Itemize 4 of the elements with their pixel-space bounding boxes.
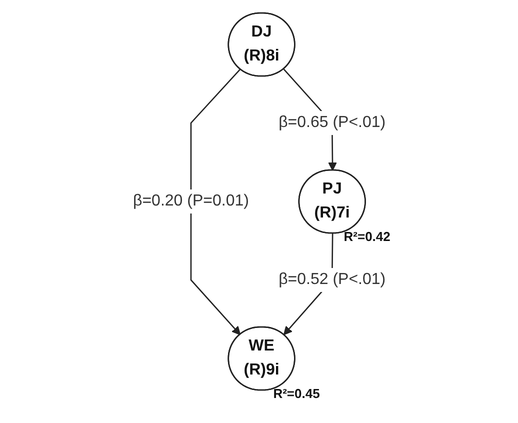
arrow xyxy=(190,68,240,336)
edge-label: β=0.20 (P=0.01) xyxy=(132,192,249,210)
edge-label: β=0.52 (P<.01) xyxy=(278,270,386,288)
edge-label: β=0.65 (P<.01) xyxy=(278,114,386,131)
